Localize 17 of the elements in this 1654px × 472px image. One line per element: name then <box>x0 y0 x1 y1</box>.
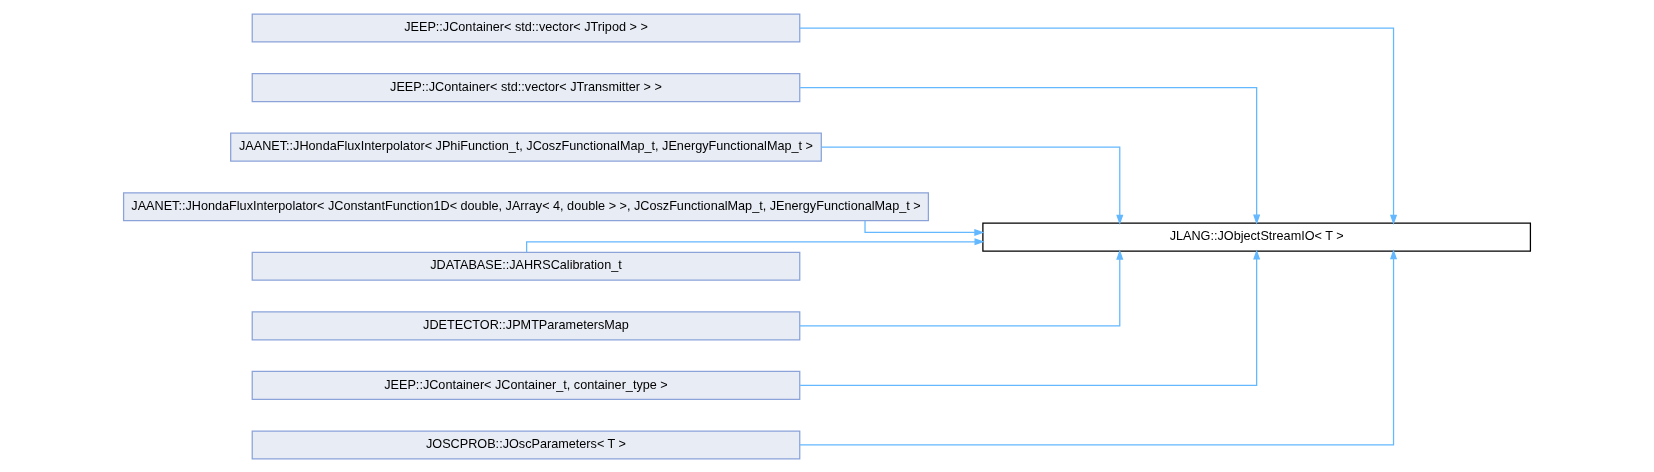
node-box: JEEP::JContainer< JContainer_t, container_type > <box>251 370 801 400</box>
arrow <box>820 146 1124 225</box>
node-box: JAANET::JHondaFluxInterpolator< JPhiFunction_t, JCoszFunctionalMap_t, JEnergyFunctionalMap_t > <box>230 132 822 162</box>
arrow <box>799 248 1398 446</box>
node-box: JAANET::JHondaFluxInterpolator< JConstantFunction1D< double, JArray< 4, double > >, JCoszFunctionalMap_t, JEnergyFunctionalMap_t > <box>122 191 930 221</box>
node-box: JEEP::JContainer< std::vector< JTripod > > <box>251 12 801 43</box>
arrow <box>799 26 1398 225</box>
node-box: JDETECTOR::JPMTParametersMap <box>251 310 801 340</box>
arrow <box>799 86 1261 225</box>
node-box: JEEP::JContainer< std::vector< JTransmitter > > <box>251 72 801 102</box>
node-box: JDATABASE::JAHRSCalibration_t <box>251 251 801 281</box>
arrow <box>799 248 1261 386</box>
arrow <box>864 219 985 236</box>
node-box: JLANG::JObjectStreamIO< T > <box>982 222 1532 252</box>
arrow <box>526 237 985 253</box>
arrow <box>799 248 1124 326</box>
node-box: JOSCPROB::JOscParameters< T > <box>251 429 801 460</box>
